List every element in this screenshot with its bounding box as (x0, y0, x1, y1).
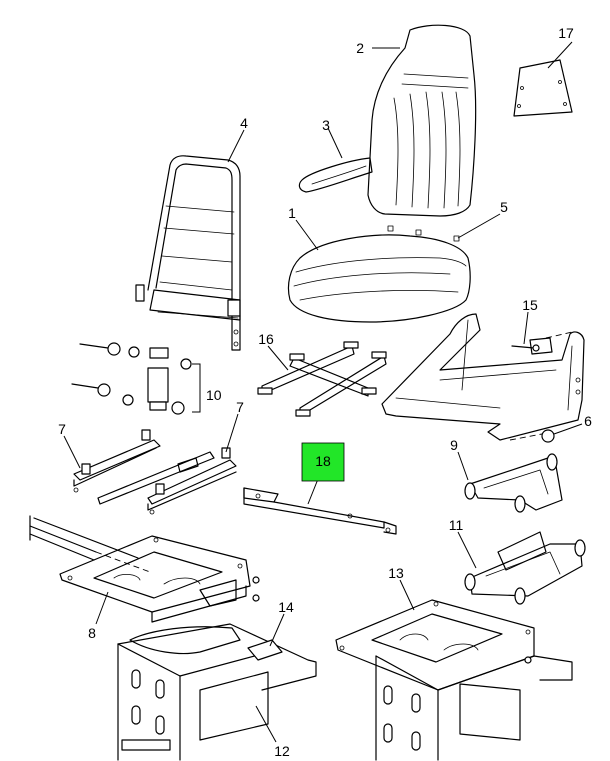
callout-label-9[interactable]: 9 (450, 437, 458, 453)
callout-label-15[interactable]: 15 (522, 297, 538, 313)
callout-label-4[interactable]: 4 (240, 115, 248, 131)
callout-label-16[interactable]: 16 (258, 331, 274, 347)
part-17-back-panel (513, 59, 573, 117)
part-1-seat-cushion (287, 234, 471, 323)
callout-label-3[interactable]: 3 (322, 117, 330, 133)
part-15-seat-frame (381, 313, 585, 441)
callout-label-13[interactable]: 13 (388, 565, 404, 581)
part-10-shock-absorber (71, 342, 201, 415)
part-12-lower-base (117, 623, 317, 761)
callout-label-14[interactable]: 14 (278, 599, 294, 615)
part-6-nut (509, 429, 555, 443)
callout-label-7a[interactable]: 7 (58, 421, 66, 437)
part-9-suspension-link (464, 453, 563, 513)
callout-label-5[interactable]: 5 (500, 199, 508, 215)
part-4-back-frame (135, 155, 241, 351)
callout-label-11[interactable]: 11 (449, 517, 464, 533)
part-13-base-riser (335, 599, 573, 761)
part-7-slide-rail-right (97, 447, 237, 515)
part-11-suspension-link (464, 531, 586, 605)
part-2-seat-back (367, 24, 477, 242)
callout-label-2[interactable]: 2 (356, 40, 364, 56)
highlighted-callout-18[interactable]: 18 (301, 442, 345, 482)
part-7-slide-rail-left (73, 429, 161, 493)
callout-labels: 2 17 3 4 1 5 15 16 10 6 7 7 9 11 8 13 14… (58, 25, 592, 759)
callout-label-1[interactable]: 1 (288, 205, 296, 221)
callout-label-6[interactable]: 6 (584, 413, 592, 429)
callout-label-8[interactable]: 8 (88, 625, 96, 641)
callout-label-10[interactable]: 10 (206, 387, 222, 403)
callout-label-12[interactable]: 12 (274, 743, 290, 759)
part-18-bracket (243, 487, 397, 535)
leader-lines (63, 41, 583, 743)
callout-label-17[interactable]: 17 (558, 25, 574, 41)
part-8-base-frame (29, 515, 260, 623)
part-3-armrest (298, 157, 373, 193)
callout-label-18: 18 (315, 453, 331, 469)
part-16-straps (257, 341, 387, 417)
highlight-box (301, 442, 345, 482)
callout-label-7b[interactable]: 7 (236, 399, 244, 415)
